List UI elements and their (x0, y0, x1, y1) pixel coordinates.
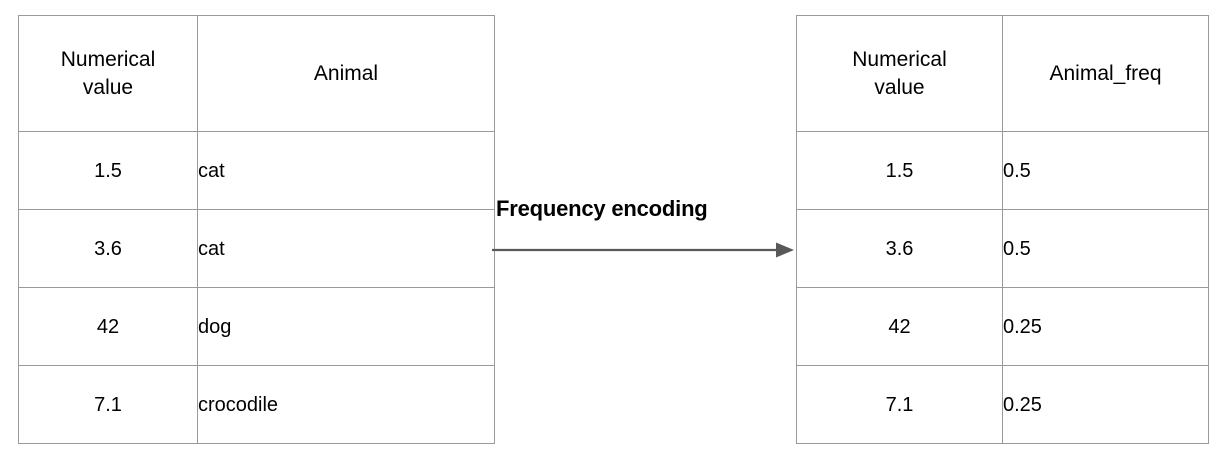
cell-animal-freq: 0.5 (1002, 131, 1209, 210)
table-header-row: Numerical value Animal_freq (796, 15, 1209, 132)
cell-animal: crocodile (197, 365, 495, 444)
table-row: 42 0.25 (796, 287, 1209, 366)
cell-animal: dog (197, 287, 495, 366)
encoded-table-body: 1.5 0.5 3.6 0.5 42 0.25 7.1 0.25 (796, 131, 1209, 444)
transform-arrow-icon (492, 242, 794, 258)
cell-numerical-value: 7.1 (796, 365, 1003, 444)
header-line-1: Numerical (60, 47, 156, 71)
cell-numerical-value: 1.5 (18, 131, 198, 210)
encoded-table: Numerical value Animal_freq 1.5 0.5 3.6 … (796, 15, 1209, 444)
encoded-table-header: Numerical value Animal_freq (796, 15, 1209, 132)
cell-numerical-value: 42 (796, 287, 1003, 366)
header-line-1: Numerical (852, 47, 947, 71)
cell-numerical-value: 42 (18, 287, 198, 366)
cell-animal-freq: 0.25 (1002, 287, 1209, 366)
encoded-header-numerical-value: Numerical value (796, 15, 1003, 132)
transform-label: Frequency encoding (496, 196, 708, 221)
table-row: 3.6 0.5 (796, 209, 1209, 288)
source-table-header: Numerical value Animal (18, 15, 495, 132)
header-line-2: value (874, 75, 925, 99)
cell-animal-freq: 0.5 (1002, 209, 1209, 288)
cell-animal-freq: 0.25 (1002, 365, 1209, 444)
source-table: Numerical value Animal 1.5 cat 3.6 cat 4… (18, 15, 495, 444)
table-row: 42 dog (18, 287, 495, 366)
source-table-body: 1.5 cat 3.6 cat 42 dog 7.1 crocodile (18, 131, 495, 444)
table-row: 7.1 0.25 (796, 365, 1209, 444)
table-row: 3.6 cat (18, 209, 495, 288)
source-header-animal: Animal (197, 15, 495, 132)
table-row: 7.1 crocodile (18, 365, 495, 444)
cell-numerical-value: 3.6 (18, 209, 198, 288)
cell-numerical-value: 3.6 (796, 209, 1003, 288)
table-header-row: Numerical value Animal (18, 15, 495, 132)
encoded-header-animal-freq: Animal_freq (1002, 15, 1209, 132)
table-row: 1.5 cat (18, 131, 495, 210)
cell-animal: cat (197, 209, 495, 288)
cell-numerical-value: 1.5 (796, 131, 1003, 210)
table-row: 1.5 0.5 (796, 131, 1209, 210)
cell-animal: cat (197, 131, 495, 210)
cell-numerical-value: 7.1 (18, 365, 198, 444)
source-header-numerical-value: Numerical value (18, 15, 198, 132)
header-line-2: value (82, 75, 134, 99)
